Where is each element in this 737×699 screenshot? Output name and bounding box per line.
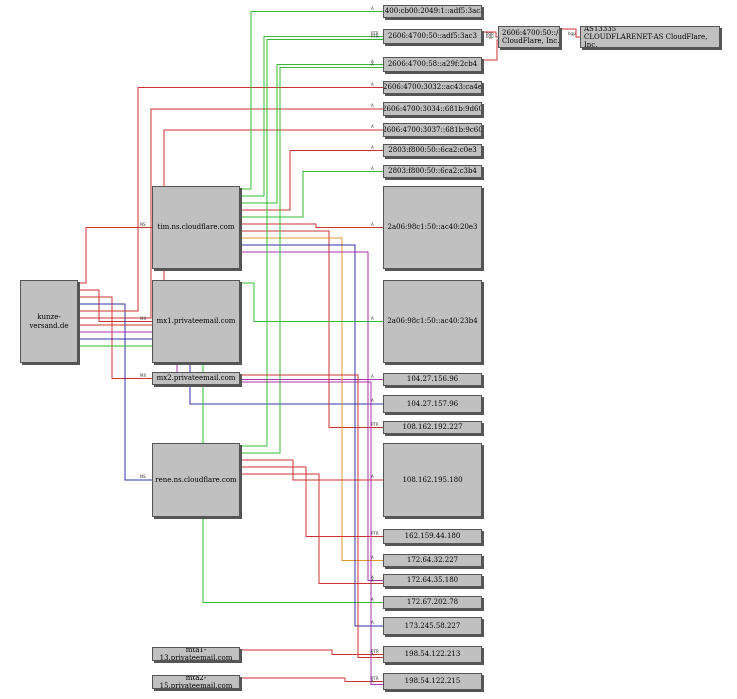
edge-kunze-v4_2 [78,338,383,405]
edge-tim_ns-v4_9 [240,244,383,627]
edge-label-rene_ns-v4_7: A [371,577,374,583]
edge-kunze-mx2 [78,296,152,379]
edge-label-kunze-mx2: MX [140,372,147,378]
edge-label-kunze-mx1: MX [140,315,147,321]
edge-kunze-v6_4 [78,87,383,312]
edge-tim_ns-v6_7 [240,150,383,211]
node-rene-ns[interactable]: rene.ns.cloudflare.com [152,443,240,517]
edge-rene_ns-v4_7 [240,473,383,584]
node-mx2[interactable]: mx2.privateemail.com [152,372,240,385]
node-mx1[interactable]: mx1.privateemail.com [152,280,240,363]
edge-label-mx2-v4_11: A [371,678,374,684]
node-ipv6-7[interactable]: 2803:f800:50::6ca2:c0e3 [383,144,482,157]
node-ipv6-2[interactable]: 2606:4700:50::adf5:3ac3 [383,29,482,44]
node-kunze-versand[interactable]: kunze-versand.de [20,280,78,363]
edge-label-tim_ns-v6_1: A [371,5,374,11]
edge-label-v6_2-net: bgp [486,31,494,36]
edge-mta1-v4_10 [240,649,383,655]
node-mta2[interactable]: mta2-15.privateemail.com [152,675,240,689]
edge-tim_ns-v6_2 [240,36,383,197]
edge-label-tim_ns-v4_7: A [371,574,374,580]
edge-rene_ns-v6_2 [240,39,383,447]
node-ipv4-4[interactable]: 108.162.195.180 [383,443,482,517]
edge-rene_ns-v6_3 [240,67,383,454]
node-ipv6-1[interactable]: 2400:cb00:2049:1::adf5:3ac3 [383,5,482,18]
node-ipv4-11[interactable]: 198.54.122.215 [383,673,482,690]
node-ipv4-1[interactable]: 104.27.156.96 [383,373,482,386]
edge-label-mx1-v6_10: A [371,315,374,321]
edge-tim_ns-v6_9 [240,223,383,228]
edge-label-net-asn: bgp [568,31,576,36]
edge-label-kunze-v6_4: A [371,81,374,87]
edge-label-kunze-v4_8: A [371,596,374,602]
edge-label-tim_ns-v6_8: A [371,165,374,171]
edge-tim_ns-v4_3 [240,230,383,428]
node-netblock[interactable]: 2606:4700:50::/44 CloudFlare, Inc. [498,26,560,48]
node-ipv4-9[interactable]: 173.245.58.227 [383,617,482,635]
edge-label-kunze-rene_ns: NS [140,474,146,479]
edge-mx2-v4_11 [240,381,383,685]
edge-v6_2-net [482,31,498,38]
edge-tim_ns-v6_8 [240,171,383,218]
node-ipv4-6[interactable]: 172.64.32.227 [383,554,482,567]
edge-v6_3-net [482,39,498,61]
node-ipv4-5[interactable]: 162.159.44.180 [383,529,482,544]
edge-rene_ns-v4_4 [240,459,383,481]
edge-net-asn [560,28,580,38]
edge-mta2-v4_11 [240,677,383,682]
node-ipv6-9[interactable]: 2a06:98c1:50::ac40:20e3 [383,186,482,269]
edge-kunze-rene_ns [78,303,152,481]
node-ipv6-6[interactable]: 2606:4700:3037::681b:9c60 [383,123,482,137]
edge-label-tim_ns-v4_9: A [371,620,374,625]
node-ipv4-2[interactable]: 104.27.157.96 [383,395,482,413]
edge-label-mx2-v4_10: A [371,651,374,657]
node-ipv4-10[interactable]: 198.54.122.213 [383,646,482,663]
edge-tim_ns-v6_3 [240,64,383,204]
node-tim-ns[interactable]: tim.ns.cloudflare.com [152,186,240,269]
node-mta1[interactable]: mta1-13.privateemail.com [152,647,240,661]
edge-label-kunze-v6_5: A [371,103,374,108]
edge-rene_ns-v4_5 [240,466,383,537]
edge-label-kunze-v6_6: A [371,124,374,129]
edge-label-kunze-tim_ns: NS [140,221,146,227]
node-ipv6-4[interactable]: 2606:4700:3032::ac43:ca4e [383,81,482,94]
edge-tim_ns-v4_6 [240,237,383,561]
edge-label-v6_3-net: bgp [486,34,494,39]
edge-label-tim_ns-v6_9: A [371,221,374,227]
edge-mx1-v6_10 [240,282,383,322]
edge-label-tim_ns-v6_3: A [371,58,374,64]
edge-label-rene_ns-v6_3: A [371,61,374,67]
edge-kunze-tim_ns [78,227,152,284]
edge-label-rene_ns-v4_5: PTR [371,530,379,536]
edge-label-tim_ns-v6_2: PTR [371,30,379,36]
edge-label-rene_ns-v6_2: PTR [371,33,379,39]
edge-label-mta2-v4_11: PTR [371,675,379,681]
node-ipv4-8[interactable]: 172.67.202.78 [383,596,482,609]
edge-label-mta1-v4_10: PTR [371,648,379,654]
edge-tim_ns-v6_1 [240,11,383,190]
edge-label-tim_ns-v6_7: A [371,144,374,150]
node-ipv6-3[interactable]: 2606:4700:58::a29f:2cb4 [383,57,482,72]
edge-label-kunze-v4_2: A [371,398,374,403]
edge-label-kunze-v4_1: A [371,373,374,379]
node-asn[interactable]: AS13335 CLOUDFLARENET-AS CloudFlare, Inc… [580,26,720,48]
node-ipv6-10[interactable]: 2a06:98c1:50::ac40:23b4 [383,280,482,363]
edge-tim_ns-v4_7 [240,251,383,581]
node-ipv6-8[interactable]: 2803:f800:50::6ca2:c3b4 [383,165,482,178]
edge-label-tim_ns-v4_3: PTR [371,421,379,427]
node-ipv4-7[interactable]: 172.64.35.180 [383,574,482,587]
edge-label-tim_ns-v4_6: A [371,554,374,560]
node-ipv4-3[interactable]: 108.162.192.227 [383,421,482,434]
edge-mx2-v4_10 [240,374,383,658]
edge-label-rene_ns-v4_4: A [371,474,374,479]
node-ipv6-5[interactable]: 2606:4700:3034::681b:9d60 [383,102,482,116]
